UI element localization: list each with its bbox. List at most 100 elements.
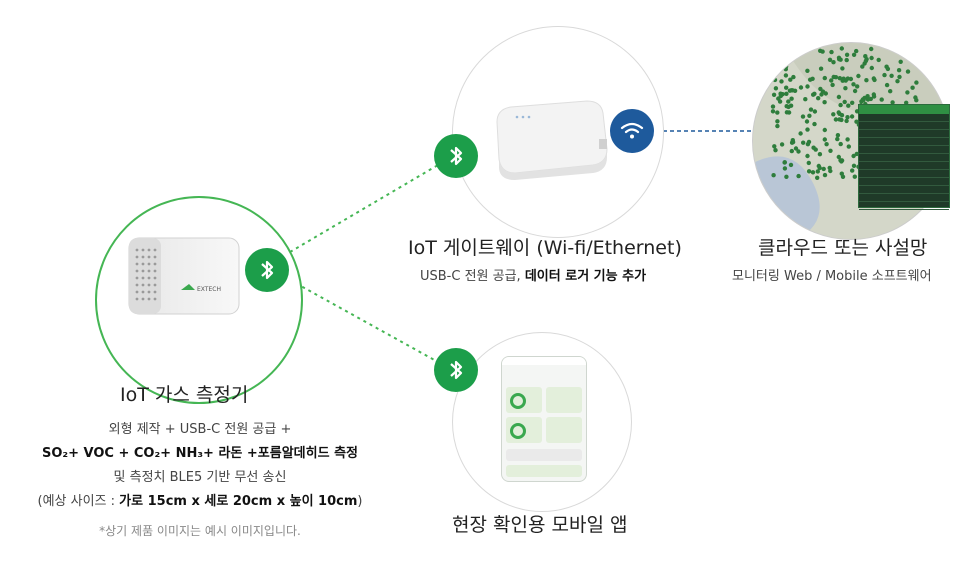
map-sensor-dot	[831, 60, 836, 65]
map-sensor-dot	[836, 154, 841, 160]
map-sensor-dot	[778, 91, 783, 96]
dotted-line-device-gateway	[289, 164, 439, 253]
map-sensor-dot	[885, 66, 891, 72]
map-sensor-dot	[801, 140, 806, 145]
monitoring-table-row	[859, 138, 949, 146]
map-sensor-dot	[844, 118, 849, 124]
map-sensor-dot	[827, 165, 832, 171]
map-sensor-dot	[845, 115, 850, 120]
map-sensor-dot	[879, 97, 884, 102]
map-sensor-dot	[786, 99, 791, 104]
phone-status-bar	[502, 357, 586, 365]
map-sensor-dot	[795, 46, 801, 51]
device-size-value: 가로 15cm x 세로 20cm x 높이 10cm	[119, 494, 358, 509]
map-sensor-dot	[784, 110, 790, 115]
map-sensor-dot	[854, 48, 859, 54]
map-sensor-dot	[805, 127, 810, 132]
map-sensor-dot	[790, 138, 795, 143]
map-sensor-dot	[782, 160, 787, 165]
map-sensor-dot	[827, 57, 833, 62]
map-sensor-dot	[817, 152, 823, 157]
map-sensor-dot	[800, 114, 806, 119]
cloud-title: 클라우드 또는 사설망	[758, 237, 928, 259]
map-sensor-dot	[843, 86, 848, 91]
map-sensor-dot	[812, 121, 817, 127]
gateway-device-image	[496, 100, 608, 180]
map-sensor-dot	[805, 84, 810, 89]
map-sensor-dot	[789, 148, 794, 154]
monitoring-table-overlay	[858, 104, 950, 210]
monitoring-table-row	[859, 114, 949, 122]
map-sensor-dot	[831, 112, 836, 117]
device-desc-line4: (예상 사이즈 : 가로 15cm x 세로 20cm x 높이 10cm)	[10, 490, 390, 509]
map-sensor-dot	[808, 107, 814, 112]
map-sensor-dot	[805, 68, 810, 73]
bluetooth-icon	[245, 248, 289, 292]
map-sensor-dot	[796, 149, 801, 154]
map-sensor-dot	[833, 117, 839, 122]
map-sensor-dot	[784, 104, 789, 109]
map-sensor-dot	[833, 75, 839, 80]
monitoring-table-row	[859, 122, 949, 130]
map-sensor-dot	[913, 56, 918, 61]
map-sensor-dot	[775, 119, 780, 124]
device-desc-line1: 외형 제작 + USB-C 전원 공급 +	[108, 422, 292, 437]
map-sensor-dot	[850, 100, 855, 105]
map-sensor-dot	[789, 96, 794, 101]
map-sensor-dot	[784, 91, 789, 96]
map-sensor-dot	[779, 142, 785, 147]
map-sensor-dot	[851, 163, 857, 168]
map-sensor-dot	[784, 174, 789, 179]
map-sensor-dot	[822, 137, 827, 142]
map-sensor-dot	[822, 75, 827, 81]
monitoring-table-row	[859, 178, 949, 186]
map-sensor-dot	[806, 139, 812, 145]
map-sensor-dot	[854, 151, 859, 157]
map-sensor-dot	[770, 104, 776, 109]
map-sensor-dot	[806, 160, 811, 166]
map-sensor-dot	[772, 48, 778, 54]
map-sensor-dot	[845, 137, 850, 142]
monitoring-table-row	[859, 194, 949, 202]
device-size-suffix: )	[357, 494, 363, 509]
map-sensor-dot	[775, 110, 780, 115]
map-sensor-dot	[854, 119, 859, 124]
map-sensor-dot	[798, 85, 804, 90]
map-sensor-dot	[822, 172, 828, 178]
map-sensor-dot	[773, 148, 778, 153]
map-sensor-dot	[771, 92, 777, 97]
map-sensor-dot	[904, 100, 909, 105]
map-sensor-dot	[815, 169, 820, 174]
map-sensor-dot	[835, 136, 840, 142]
map-sensor-dot	[905, 69, 911, 74]
map-sensor-dot	[820, 49, 825, 54]
map-sensor-dot	[838, 141, 843, 147]
map-sensor-dot	[840, 78, 845, 83]
map-sensor-dot	[896, 68, 902, 73]
map-sensor-dot	[796, 173, 801, 179]
monitoring-table-row	[859, 162, 949, 170]
map-sensor-dot	[871, 94, 877, 99]
gateway-subtitle: USB-C 전원 공급, 데이터 로거 기능 추가	[420, 265, 646, 284]
map-sensor-dot	[775, 123, 780, 129]
map-sensor-dot	[783, 73, 789, 78]
map-sensor-dot	[869, 55, 874, 61]
map-sensor-dot	[844, 52, 850, 57]
bluetooth-icon	[434, 348, 478, 392]
phone-info-box	[506, 465, 582, 477]
map-sensor-dot	[869, 65, 874, 71]
map-sensor-dot	[818, 66, 824, 71]
device-size-prefix: (예상 사이즈 :	[37, 494, 120, 509]
wifi-icon	[610, 109, 654, 153]
map-sensor-dot	[855, 84, 860, 89]
map-sensor-dot	[776, 96, 781, 101]
map-sensor-dot	[771, 173, 776, 178]
map-sensor-dot	[850, 168, 855, 173]
map-sensor-dot	[782, 166, 788, 171]
map-sensor-dot	[851, 52, 857, 57]
device-image-note: *상기 제품 이미지는 예시 이미지입니다.	[99, 524, 301, 538]
map-sensor-dot	[882, 72, 887, 78]
map-sensor-dot	[812, 91, 817, 96]
map-sensor-dot	[898, 59, 903, 64]
phone-gauge	[510, 423, 526, 439]
